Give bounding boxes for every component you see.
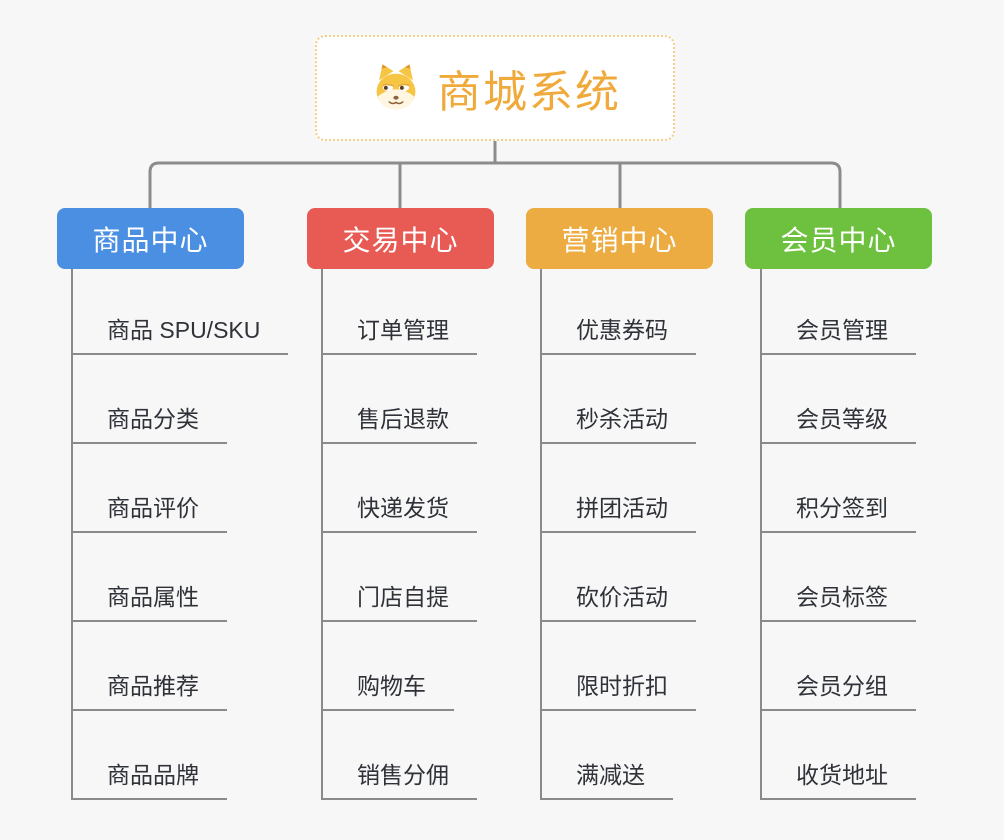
leaf-node[interactable]: 门店自提 <box>323 533 477 622</box>
leaf-node[interactable]: 积分签到 <box>762 444 916 533</box>
leaf-node[interactable]: 快递发货 <box>323 444 477 533</box>
branch-node-trade-center[interactable]: 交易中心 <box>307 208 494 269</box>
leaf-label: 满减送 <box>542 756 673 800</box>
leaf-label: 售后退款 <box>323 400 477 444</box>
leaf-node[interactable]: 收货地址 <box>762 711 916 800</box>
leaf-node[interactable]: 会员管理 <box>762 266 916 355</box>
leaf-node[interactable]: 优惠券码 <box>542 266 696 355</box>
leaf-column-trade-center: 订单管理 售后退款 快递发货 门店自提 购物车 销售分佣 <box>321 266 477 800</box>
leaf-label: 秒杀活动 <box>542 400 696 444</box>
leaf-node[interactable]: 会员等级 <box>762 355 916 444</box>
leaf-node[interactable]: 购物车 <box>323 622 477 711</box>
leaf-label: 砍价活动 <box>542 578 696 622</box>
leaf-node[interactable]: 商品品牌 <box>73 711 288 800</box>
leaf-node[interactable]: 商品属性 <box>73 533 288 622</box>
leaf-node[interactable]: 秒杀活动 <box>542 355 696 444</box>
leaf-node[interactable]: 拼团活动 <box>542 444 696 533</box>
branch-rail-line <box>148 161 842 208</box>
shiba-dog-icon <box>376 64 416 110</box>
leaf-node[interactable]: 满减送 <box>542 711 696 800</box>
leaf-node[interactable]: 销售分佣 <box>323 711 477 800</box>
leaf-column-member-center: 会员管理 会员等级 积分签到 会员标签 会员分组 收货地址 <box>760 266 916 800</box>
leaf-label: 快递发货 <box>323 489 477 533</box>
leaf-node[interactable]: 售后退款 <box>323 355 477 444</box>
leaf-node[interactable]: 限时折扣 <box>542 622 696 711</box>
leaf-label: 会员管理 <box>762 311 916 355</box>
leaf-label: 会员等级 <box>762 400 916 444</box>
leaf-label: 商品评价 <box>73 489 227 533</box>
leaf-node[interactable]: 商品评价 <box>73 444 288 533</box>
leaf-label: 限时折扣 <box>542 667 696 711</box>
leaf-column-product-center: 商品 SPU/SKU 商品分类 商品评价 商品属性 商品推荐 商品品牌 <box>71 266 289 800</box>
leaf-label: 拼团活动 <box>542 489 696 533</box>
leaf-label: 购物车 <box>323 667 454 711</box>
leaf-label: 商品分类 <box>73 400 227 444</box>
leaf-label: 会员分组 <box>762 667 916 711</box>
leaf-label: 商品品牌 <box>73 756 227 800</box>
leaf-column-marketing-center: 优惠券码 秒杀活动 拼团活动 砍价活动 限时折扣 满减送 <box>540 266 696 800</box>
leaf-node[interactable]: 商品推荐 <box>73 622 288 711</box>
leaf-label: 订单管理 <box>323 311 477 355</box>
branch-node-product-center[interactable]: 商品中心 <box>57 208 244 269</box>
leaf-node[interactable]: 砍价活动 <box>542 533 696 622</box>
leaf-node[interactable]: 会员分组 <box>762 622 916 711</box>
leaf-label: 商品推荐 <box>73 667 227 711</box>
root-node-title: 商城系统 <box>437 68 621 117</box>
leaf-node[interactable]: 会员标签 <box>762 533 916 622</box>
leaf-label: 会员标签 <box>762 578 916 622</box>
leaf-label: 商品属性 <box>73 578 227 622</box>
leaf-label: 积分签到 <box>762 489 916 533</box>
leaf-label: 收货地址 <box>762 756 916 800</box>
root-node[interactable]: 商城系统 <box>315 35 675 141</box>
branch-node-member-center[interactable]: 会员中心 <box>745 208 932 269</box>
leaf-node[interactable]: 商品分类 <box>73 355 288 444</box>
leaf-label: 商品 SPU/SKU <box>73 311 289 355</box>
leaf-label: 门店自提 <box>323 578 477 622</box>
leaf-label: 销售分佣 <box>323 756 477 800</box>
leaf-label: 优惠券码 <box>542 311 696 355</box>
branch-node-marketing-center[interactable]: 营销中心 <box>526 208 713 269</box>
leaf-node[interactable]: 商品 SPU/SKU <box>73 266 289 355</box>
leaf-node[interactable]: 订单管理 <box>323 266 477 355</box>
